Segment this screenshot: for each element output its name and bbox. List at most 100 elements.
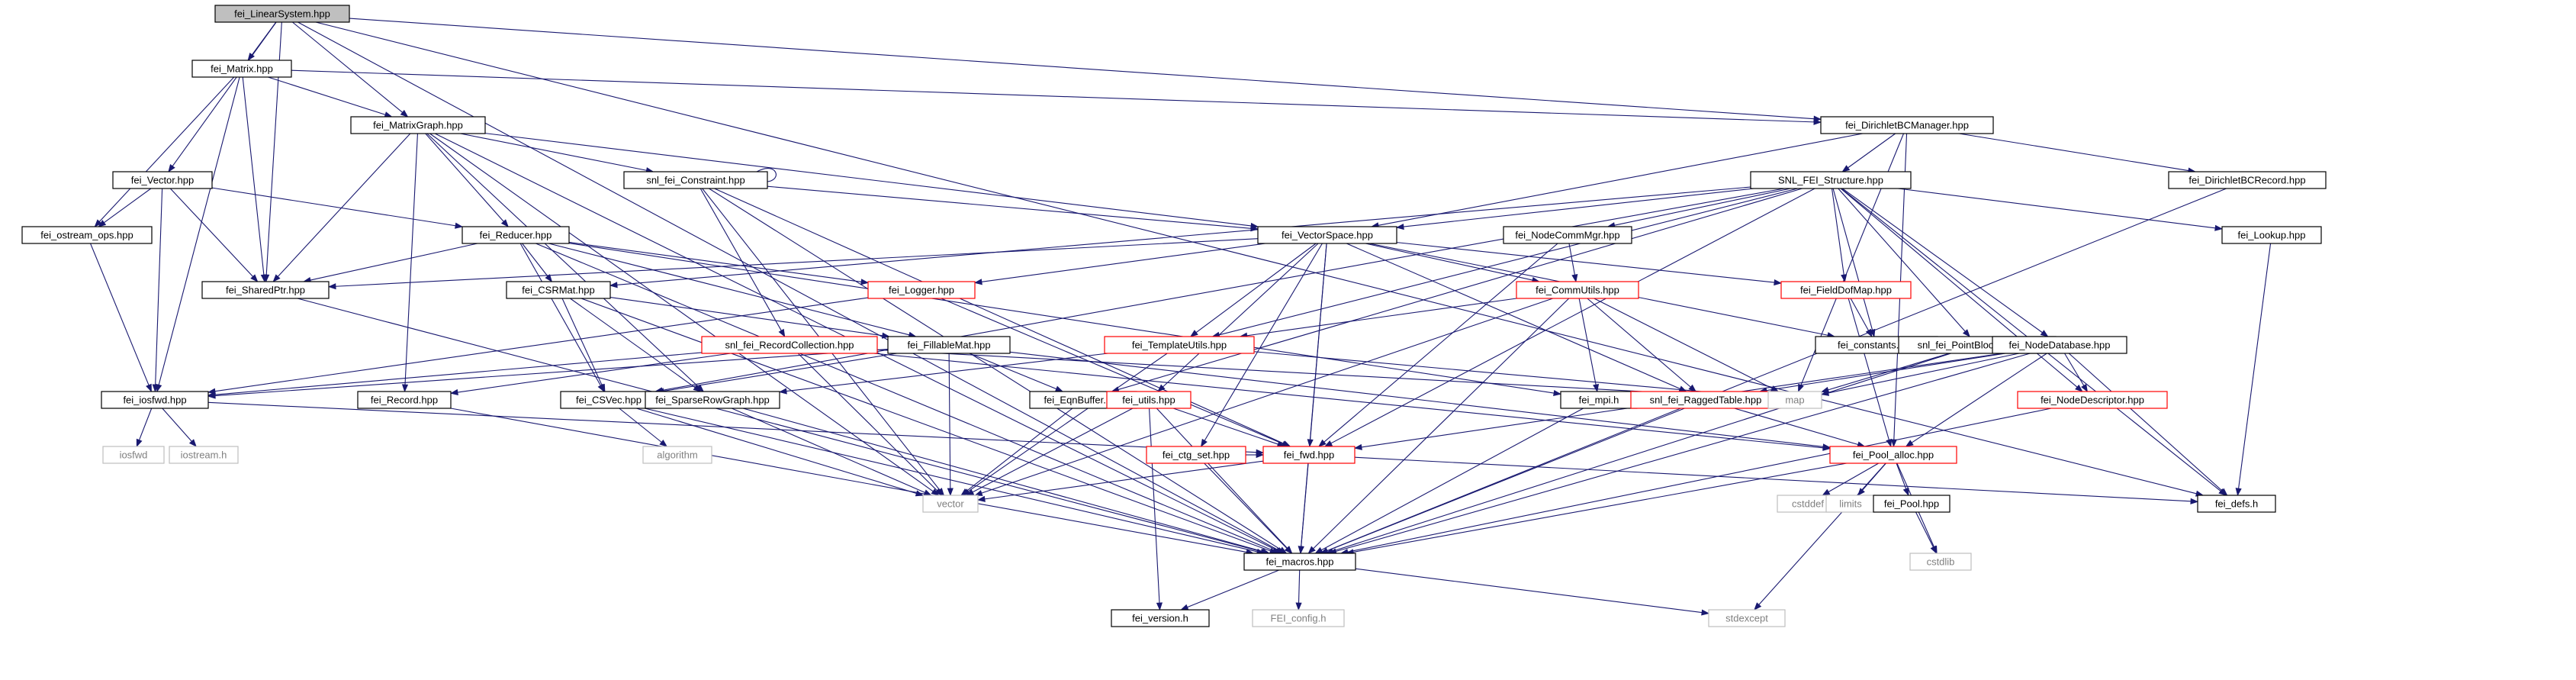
node-lookup[interactable]: fei_Lookup.hpp <box>2221 226 2322 244</box>
node-label: map <box>1785 394 1804 405</box>
edge-arrowhead <box>1886 438 1893 448</box>
edge-csrmat-to-csvec <box>561 298 603 386</box>
node-vectorspace[interactable]: fei_VectorSpace.hpp <box>1257 226 1397 244</box>
edge-matrix-to-ostream <box>98 76 235 222</box>
node-label: limits <box>1839 498 1862 509</box>
edge-arrowhead <box>1593 383 1600 393</box>
node-poolalloc[interactable]: fei_Pool_alloc.hpp <box>1829 446 1957 464</box>
node-mpi[interactable]: fei_mpi.h <box>1560 391 1638 409</box>
edge-arrowhead <box>1571 274 1578 283</box>
node-templateutils[interactable]: fei_TemplateUtils.hpp <box>1104 336 1255 354</box>
edge-linearsystem-to-dirichletmgr <box>349 18 1815 120</box>
edge-fillable-to-vectorx <box>948 353 951 489</box>
edge-arrowhead <box>449 388 458 396</box>
edge-reducer-to-sharedptr <box>310 243 478 281</box>
node-box <box>214 5 350 23</box>
node-matrix[interactable]: fei_Matrix.hpp <box>191 60 292 78</box>
node-label: fei_Matrix.hpp <box>211 63 273 74</box>
node-box <box>2168 171 2327 189</box>
node-dirichletrec[interactable]: fei_DirichletBCRecord.hpp <box>2168 171 2327 189</box>
edge-fielddof-to-constants <box>1850 298 1869 331</box>
edge-ctgset-to-macros <box>1204 462 1288 549</box>
node-box <box>21 226 153 244</box>
edge-arrowhead <box>1189 330 1198 337</box>
node-box <box>1873 495 1950 513</box>
node-reducer[interactable]: fei_Reducer.hpp <box>461 226 570 244</box>
node-pool[interactable]: fei_Pool.hpp <box>1873 495 1950 513</box>
node-sparserow[interactable]: fei_SparseRowGraph.hpp <box>645 391 780 409</box>
edge-mpi-to-macros <box>1320 408 1584 551</box>
edge-sfs-to-csrmat <box>616 186 1751 285</box>
node-ostream[interactable]: fei_ostream_ops.hpp <box>21 226 153 244</box>
node-box <box>2017 391 2168 409</box>
node-box <box>701 336 878 354</box>
node-nodedesc[interactable]: fei_NodeDescriptor.hpp <box>2017 391 2168 409</box>
node-macros[interactable]: fei_macros.hpp <box>1243 553 1356 571</box>
node-nodecomm[interactable]: fei_NodeCommMgr.hpp <box>1503 226 1632 244</box>
edge-reducer-to-mpi <box>568 243 1555 394</box>
node-fwd[interactable]: fei_fwd.hpp <box>1262 446 1356 464</box>
edge-fillable-to-eqnbuffer <box>969 353 1056 390</box>
node-commutils[interactable]: fei_CommUtils.hpp <box>1516 281 1639 299</box>
node-matrixgraph[interactable]: fei_MatrixGraph.hpp <box>350 116 486 134</box>
node-defs[interactable]: fei_defs.h <box>2197 495 2276 513</box>
node-box <box>1104 336 1255 354</box>
node-dirichletmgr[interactable]: fei_DirichletBCManager.hpp <box>1820 116 1994 134</box>
node-cstddef: cstddef <box>1777 495 1839 513</box>
node-version[interactable]: fei_version.h <box>1111 609 1210 627</box>
edge-fielddof-to-poolalloc <box>1848 298 1889 440</box>
edge-macros-to-feiconfig <box>1298 569 1301 604</box>
node-utils[interactable]: fei_utils.hpp <box>1106 391 1192 409</box>
edge-arrowhead <box>923 489 932 496</box>
node-logger[interactable]: fei_Logger.hpp <box>867 281 976 299</box>
edge-nodecomm-to-commutils <box>1568 243 1575 276</box>
edge-iosfwd_hpp-to-iosfwd <box>139 408 153 440</box>
node-fillable[interactable]: fei_FillableMat.hpp <box>887 336 1011 354</box>
edge-sfs-to-constants <box>1832 188 1873 330</box>
edge-arrowhead <box>2190 498 2199 504</box>
edge-arrowhead <box>401 384 409 393</box>
edge-arrowhead <box>2075 384 2083 392</box>
node-label: iosfwd <box>120 449 148 460</box>
edge-reducer-to-logger <box>568 241 862 282</box>
edge-arrowhead <box>609 282 618 288</box>
node-nodedb[interactable]: fei_NodeDatabase.hpp <box>1992 336 2127 354</box>
node-label: fei_ctg_set.hpp <box>1163 449 1230 460</box>
edge-arrowhead <box>1180 604 1189 611</box>
edge-sparserow-to-macros <box>742 408 1263 553</box>
node-fielddof[interactable]: fei_FieldDofMap.hpp <box>1780 281 1912 299</box>
node-label: fei_CSVec.hpp <box>576 394 642 405</box>
node-ctgset[interactable]: fei_ctg_set.hpp <box>1146 446 1246 464</box>
node-label: fei_CSRMat.hpp <box>522 284 594 295</box>
node-linearsystem[interactable]: fei_LinearSystem.hpp <box>214 5 350 23</box>
node-record[interactable]: fei_Record.hpp <box>357 391 452 409</box>
edge-linearsystem-to-macros <box>297 21 1278 551</box>
edge-arrowhead <box>94 219 102 227</box>
node-iosfwd_hpp[interactable]: fei_iosfwd.hpp <box>101 391 209 409</box>
edge-arrowhead <box>974 490 983 496</box>
edge-sfs-to-eqnbuffer <box>1118 188 1803 390</box>
node-csvec[interactable]: fei_CSVec.hpp <box>560 391 658 409</box>
edge-fillable-to-csvec <box>663 353 897 392</box>
node-csrmat[interactable]: fei_CSRMat.hpp <box>506 281 611 299</box>
node-label: fei_ostream_ops.hpp <box>40 229 133 240</box>
node-box <box>1767 391 1822 409</box>
node-constraint[interactable]: snl_fei_Constraint.hpp <box>623 171 768 189</box>
edge-arrowhead <box>1395 223 1404 230</box>
node-label: fei_Pool.hpp <box>1884 498 1939 509</box>
node-sharedptr[interactable]: fei_SharedPtr.hpp <box>201 281 330 299</box>
node-vector[interactable]: fei_Vector.hpp <box>112 171 213 189</box>
edge-vectorspace-to-commutils <box>1365 243 1533 281</box>
node-sfs[interactable]: SNL_FEI_Structure.hpp <box>1750 171 1912 189</box>
node-label: snl_fei_RecordCollection.hpp <box>725 339 854 350</box>
node-ragged[interactable]: snl_fei_RaggedTable.hpp <box>1630 391 1781 409</box>
edge-csvec-to-algorithm <box>619 408 662 443</box>
node-box <box>1146 446 1246 464</box>
edge-constraint-to-recordcoll <box>699 188 782 331</box>
edge-arrowhead <box>960 488 969 496</box>
edge-arrowhead <box>272 274 281 282</box>
edge-arrowhead <box>1284 546 1293 554</box>
node-recordcoll[interactable]: snl_fei_RecordCollection.hpp <box>701 336 878 354</box>
edge-matrixgraph-to-vectorspace <box>484 133 1252 227</box>
edge-recordcoll-to-record <box>457 353 731 393</box>
